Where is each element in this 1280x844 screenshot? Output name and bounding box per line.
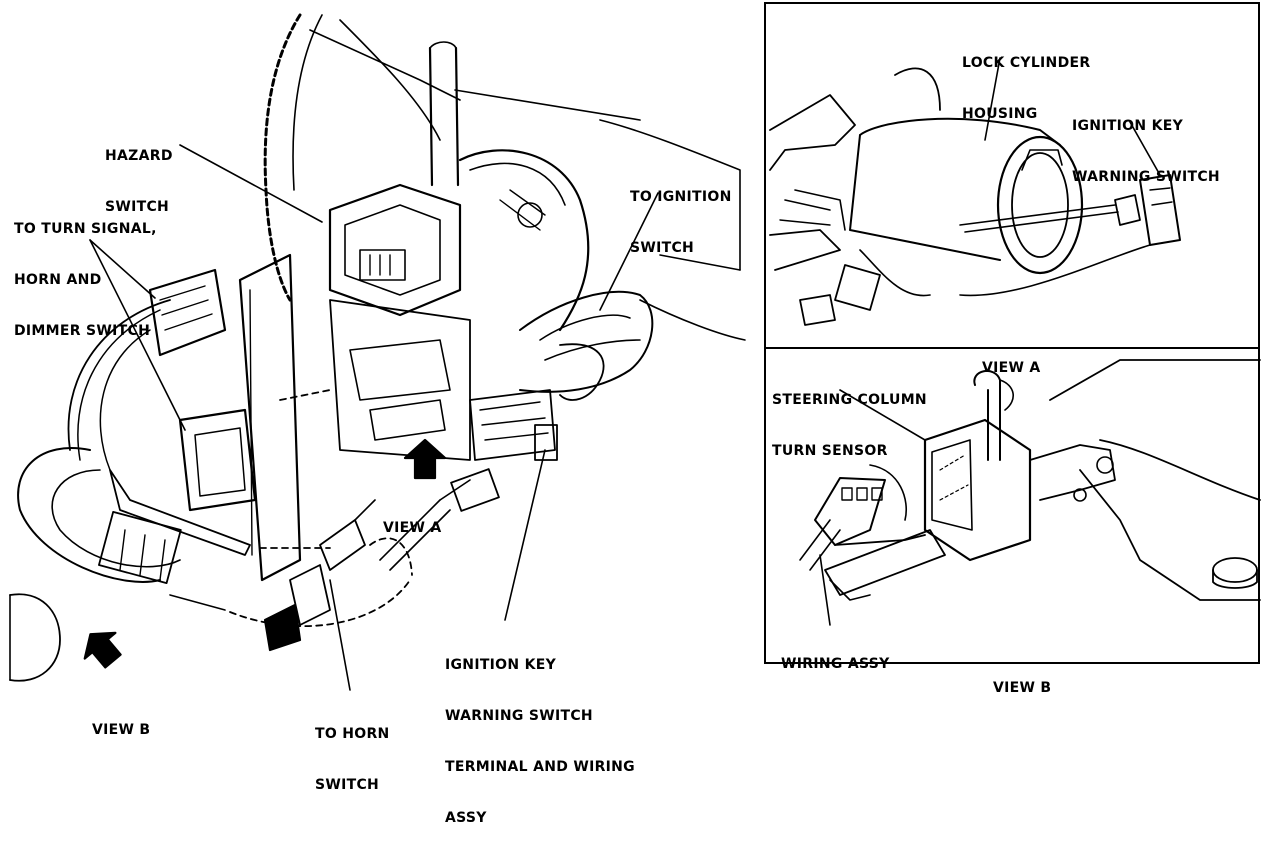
view-b-panel [764, 347, 1260, 664]
hazard-switch-label: HAZARD SWITCH [105, 148, 173, 215]
lock-cylinder-housing-label: LOCK CYLINDER HOUSING [962, 55, 1091, 122]
view-a-arrow-label: VIEW A [383, 520, 442, 536]
wiring-assy-label: WIRING ASSY [781, 656, 890, 672]
main-assembly-drawing [9, 13, 746, 691]
view-b-drawing [799, 359, 1261, 626]
steering-column-diagram [9, 13, 1261, 691]
view-b-caption: VIEW B [993, 680, 1052, 696]
to-ignition-switch-label: TO IGNITION SWITCH [630, 189, 732, 256]
view-a-caption: VIEW A [982, 360, 1041, 376]
steering-column-turn-sensor-label: STEERING COLUMN TURN SENSOR [772, 392, 927, 459]
ignition-key-terminal-label: IGNITION KEY WARNING SWITCH TERMINAL AND… [445, 657, 635, 826]
view-b-arrow-label: VIEW B [92, 722, 151, 738]
ignition-key-warning-switch-label: IGNITION KEY WARNING SWITCH [1072, 118, 1220, 185]
to-horn-switch-label: TO HORN SWITCH [315, 726, 390, 793]
turn-signal-horn-dimmer-label: TO TURN SIGNAL, HORN AND DIMMER SWITCH [14, 221, 157, 339]
view-a-drawing [769, 57, 1181, 326]
